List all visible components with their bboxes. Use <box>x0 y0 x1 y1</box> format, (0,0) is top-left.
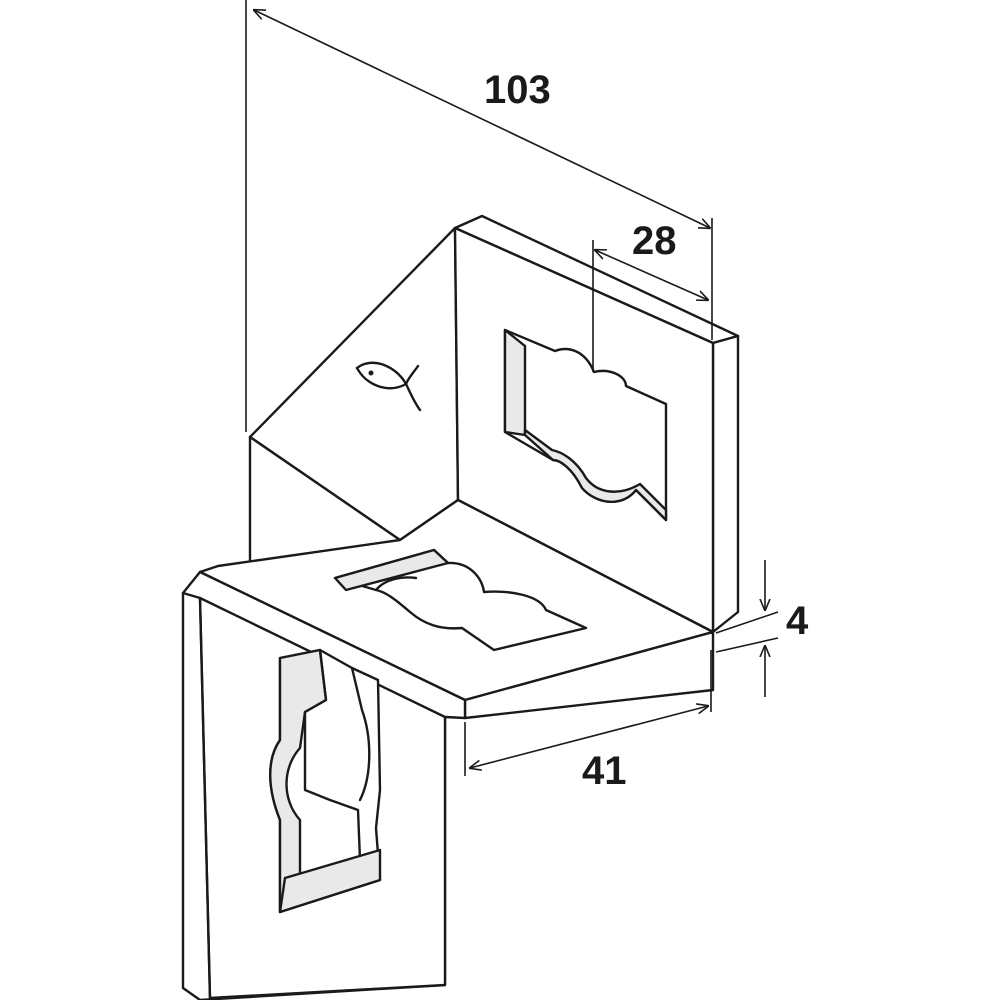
gusset-plate <box>248 226 460 567</box>
base-plate <box>198 498 715 720</box>
dimension-label-41: 41 <box>582 749 627 793</box>
dimension-41-line <box>470 706 708 768</box>
dimension-lines <box>245 0 779 776</box>
dimension-28-line <box>595 250 708 300</box>
dimension-label-103: 103 <box>484 68 551 112</box>
dimension-103-line <box>254 10 710 228</box>
dimension-label-28: 28 <box>632 219 677 263</box>
dimension-label-4: 4 <box>786 599 809 643</box>
lower-leg <box>181 570 467 1000</box>
fish-icon <box>355 361 422 412</box>
